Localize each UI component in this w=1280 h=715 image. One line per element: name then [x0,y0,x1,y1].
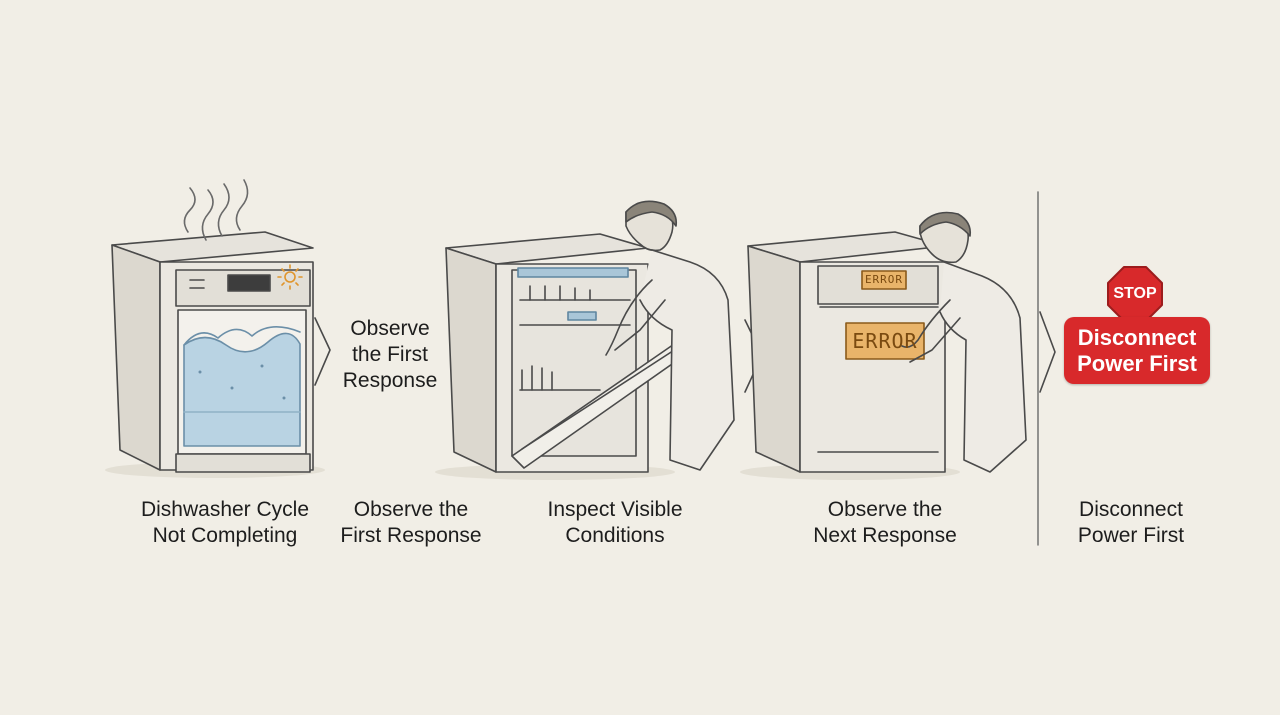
person-pointing [901,211,1027,473]
step-caption-2: Observe the First Response [340,498,482,547]
small-error-display: ERROR [864,273,904,286]
flow-arrow-3 [1039,311,1056,393]
stop-sign-text: STOP [1113,285,1157,302]
sun-indicator-icon [277,264,303,290]
step-caption-4: Observe the Next Response [813,498,957,547]
step-caption-5: Disconnect Power First [1077,498,1185,547]
inline-step-label: Observe the First Response [342,317,438,392]
dishwasher-overflowing [105,231,325,478]
steam-icon [183,179,249,241]
dishwasher-error [740,231,960,480]
large-error-display: ERROR [852,329,918,353]
step-caption-1: Dishwasher Cycle Not Completing [140,498,310,547]
dishwasher-open [435,233,693,480]
step-caption-3: Inspect Visible Conditions [547,498,683,547]
person-inspecting [605,200,735,471]
disconnect-power-badge: Disconnect Power First [1064,317,1210,384]
flow-arrow-1 [314,317,331,386]
